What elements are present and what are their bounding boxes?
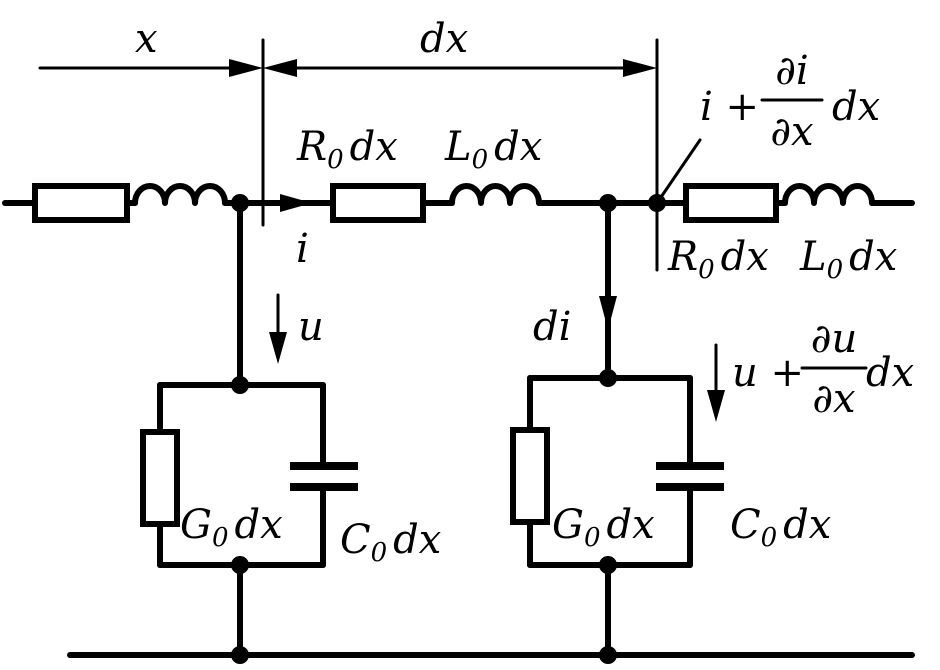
inductor-l0dx xyxy=(449,183,542,206)
label-voltage-u: u xyxy=(298,304,324,350)
label-voltage-u-out: u + ∂u ∂x dx xyxy=(732,316,914,422)
conductance-g0dx-left xyxy=(140,429,180,527)
resistor-r0dx-next xyxy=(683,183,779,223)
dim-dx-arrowhead-right xyxy=(623,59,657,77)
inductor-left-outer xyxy=(132,183,228,206)
svg-text:dx: dx xyxy=(866,350,914,396)
dim-x-arrowhead xyxy=(229,59,263,77)
svg-text:∂x: ∂x xyxy=(770,109,813,155)
voltage-u-out-arrowhead xyxy=(707,390,725,422)
inductor-l0dx-next xyxy=(782,183,875,206)
node-return-left xyxy=(231,646,249,664)
dimension-lines xyxy=(38,38,659,272)
svg-text:u +: u + xyxy=(732,350,804,396)
node-return-right xyxy=(599,646,617,664)
svg-text:i +: i + xyxy=(700,84,759,130)
svg-text:dx: dx xyxy=(832,84,880,130)
shunt-branch-left xyxy=(140,200,358,664)
current-i-arrowhead xyxy=(280,194,312,212)
svg-text:∂i: ∂i xyxy=(775,48,808,94)
resistor-left-outer xyxy=(32,183,130,223)
label-current-di: di xyxy=(533,304,571,350)
label-x: x xyxy=(135,16,158,62)
conductance-g0dx-right xyxy=(510,427,550,525)
label-current-i-out: i + ∂i ∂x dx xyxy=(700,48,880,155)
series-line xyxy=(2,183,915,223)
voltage-u-arrowhead xyxy=(269,332,287,364)
current-di-arrowhead xyxy=(599,296,617,330)
label-dx: dx xyxy=(420,16,468,62)
leader-line-i-out xyxy=(655,138,702,205)
shunt-branch-right xyxy=(510,200,724,664)
resistor-r0dx xyxy=(330,183,426,223)
label-current-i: i xyxy=(296,226,309,272)
svg-text:∂x: ∂x xyxy=(812,376,855,422)
svg-text:∂u: ∂u xyxy=(811,316,857,362)
dim-dx-arrowhead-left xyxy=(263,59,297,77)
